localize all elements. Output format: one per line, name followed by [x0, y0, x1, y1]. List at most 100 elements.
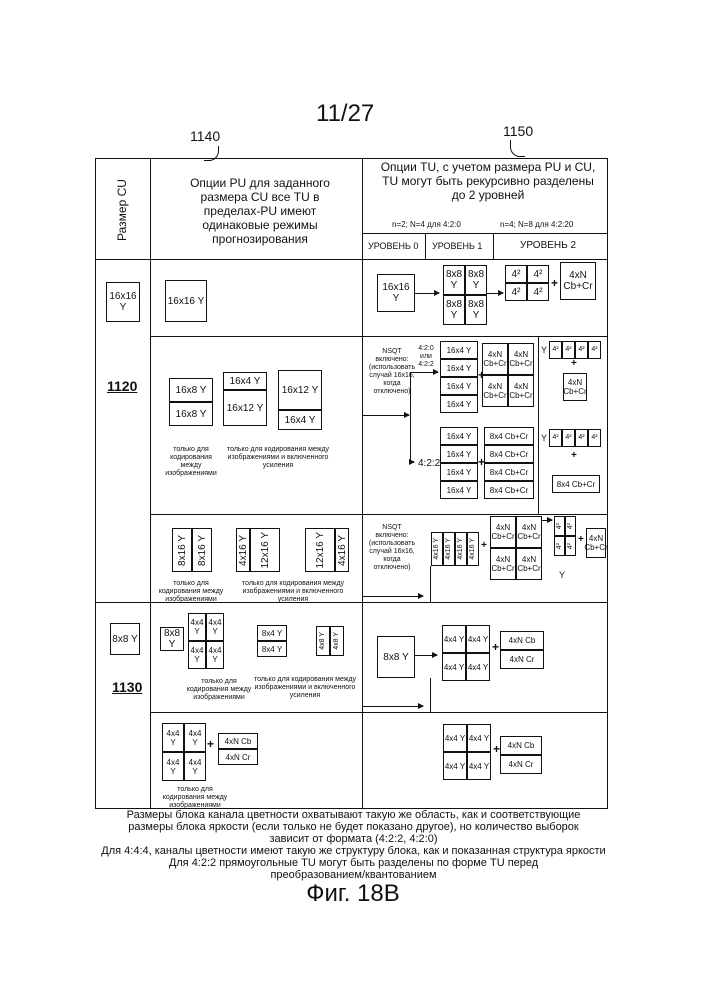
- r3-l2-sq-2-label: 4²: [567, 523, 575, 529]
- divider-header-sub: [362, 233, 608, 234]
- r3-stack-3: 4x16 Y: [455, 532, 467, 566]
- r2-cbcr-top-4: 4xN Cb+Cr: [508, 375, 534, 407]
- r1-l1-a: 8x8 Y: [443, 265, 465, 295]
- r2-pu-c-top: 16x12 Y: [278, 370, 322, 410]
- r1-arrow-l0-l1: [415, 293, 439, 294]
- r2-stack-top-1: 16x4 Y: [440, 341, 478, 359]
- r5-flow-h: [363, 706, 423, 707]
- r5-pu-cb: 4xN Cb: [218, 733, 258, 749]
- r4-pu-quad-1: 4x4 Y: [188, 613, 206, 641]
- r3-l2-sq-3-label: 4²: [556, 543, 564, 549]
- r3-pu-a-right: 8x16 Y: [192, 528, 212, 572]
- divider-l1l2: [493, 233, 494, 259]
- r4-l1-4: 4x4 Y: [466, 653, 490, 681]
- r5-l1-2: 4x4 Y: [467, 724, 491, 752]
- r4-plus: +: [492, 640, 499, 654]
- r4-arrow-l0-l1: [415, 655, 437, 656]
- r1-arrow-l1-l2: [487, 293, 503, 294]
- cu-8x8-box: 8x8 Y: [110, 623, 140, 655]
- r2-cbcr-top-2: 4xN Cb+Cr: [508, 343, 534, 375]
- r5-pu-quad-3: 4x4 Y: [162, 752, 184, 781]
- header-tu-sub-left: n=2; N=4 для 4:2:0: [392, 220, 461, 229]
- divider-header: [95, 259, 608, 260]
- page-number: 11/27: [316, 100, 374, 128]
- r4-pu-quad-3: 4x4 Y: [188, 641, 206, 669]
- r2-stack-bot-2: 16x4 Y: [440, 445, 478, 463]
- header-level-0: УРОВЕНЬ 0: [368, 241, 418, 251]
- r1-l2-sq-b: 4²: [527, 265, 549, 283]
- r4-l1-2: 4x4 Y: [466, 625, 490, 653]
- footer-line-4: Для 4:4:4, каналы цветности имеют такую …: [60, 845, 647, 857]
- r2-l2-vline: [538, 336, 539, 514]
- r5-cb: 4xN Cb: [500, 736, 542, 755]
- header-tu-options: Опции TU, с учетом размера PU и CU, TU м…: [378, 160, 598, 202]
- r5-note: только для кодирования между изображения…: [160, 786, 230, 810]
- r2-cbcr-top-3: 4xN Cb+Cr: [482, 375, 508, 407]
- r2-l2-plus-bot: +: [571, 450, 577, 461]
- r2-cbcr-bot-2: 8x4 Cb+Cr: [484, 445, 534, 463]
- r5-pu-quad-1: 4x4 Y: [162, 723, 184, 752]
- r3-flow-h: [363, 596, 423, 597]
- header-level-1: УРОВЕНЬ 1: [432, 241, 482, 251]
- r3-l2-cbcr: 4xN Cb+Cr: [586, 528, 606, 558]
- r2-l2-top-sq-1: 4²: [549, 341, 562, 359]
- r5-pu-cr: 4xN Cr: [218, 749, 258, 765]
- r1-l2-sq-d: 4²: [527, 283, 549, 301]
- r2-cbcr-bot-1: 8x4 Cb+Cr: [484, 427, 534, 445]
- r4-pu-c-left-label: 4x8 Y: [319, 632, 327, 650]
- r2-note-a: только для кодирования между изображения…: [160, 446, 222, 478]
- r3-cbcr-3: 4xN Cb+Cr: [490, 548, 516, 580]
- footer-line-3: зависит от формата (4:2:2, 4:2:0): [60, 833, 647, 845]
- r2-l2-top-sq-2: 4²: [562, 341, 575, 359]
- r2-pu-c-bot: 16x4 Y: [278, 410, 322, 430]
- r1-l1-c: 8x8 Y: [443, 295, 465, 325]
- r1-l2-sq-c: 4²: [505, 283, 527, 301]
- ref-1150: 1150: [503, 123, 533, 139]
- r5-cr: 4xN Cr: [500, 755, 542, 774]
- r3-note-b: только для кодирования между изображения…: [238, 580, 348, 604]
- r4-l1-1: 4x4 Y: [442, 625, 466, 653]
- r2-nsqt-label: NSQT включено: (использовать случай 16x1…: [368, 348, 416, 396]
- r3-pu-b-left: 4x16 Y: [236, 528, 250, 572]
- r4-pu-c-right: 4x8 Y: [330, 626, 344, 656]
- r3-pu-b-right: 12x16 Y: [250, 528, 280, 572]
- r1-l2-cbcr: 4xN Cb+Cr: [560, 262, 596, 300]
- r3-stack-2-label: 4x16 Y: [445, 538, 453, 560]
- r3-arrow-l1-l2: [542, 520, 552, 521]
- r3-l2-sq-1: 4²: [554, 516, 565, 536]
- r1-l1-d: 8x8 Y: [465, 295, 487, 325]
- cu-16x16-box: 16x16 Y: [106, 282, 140, 322]
- r3-l2-sq-3: 4²: [554, 536, 565, 556]
- r3-l2-y: Y: [559, 570, 565, 580]
- r4-pu-c-right-label: 4x8 Y: [333, 632, 341, 650]
- ref-1130: 1130: [112, 679, 142, 695]
- r2-l2-bot-cbcr: 8x4 Cb+Cr: [552, 475, 600, 493]
- r3-note-a: только для кодирования между изображения…: [158, 580, 224, 604]
- r3-stack-4-label: 4x16 Y: [469, 538, 477, 560]
- r4-pu-single: 8x8 Y: [160, 627, 184, 651]
- r2-note-b: только для кодирования между изображения…: [226, 446, 330, 470]
- r4-pu-quad-2: 4x4 Y: [206, 613, 224, 641]
- r5-l1-3: 4x4 Y: [443, 752, 467, 780]
- divider-l0l1: [425, 233, 426, 259]
- r3-nsqt-label: NSQT включено: (использовать случай 16x1…: [366, 524, 418, 572]
- r2-cbcr-top-1: 4xN Cb+Cr: [482, 343, 508, 375]
- figure-caption: Фиг. 18В: [203, 880, 503, 908]
- header-tu-sub-right: n=4; N=8 для 4:2:20: [500, 220, 573, 229]
- divider-row1: [150, 336, 608, 337]
- r5-l1-1: 4x4 Y: [443, 724, 467, 752]
- r3-l2-sq-4-label: 4²: [567, 543, 575, 549]
- r3-pu-c-left: 12x16 Y: [305, 528, 335, 572]
- r3-pu-b-right-label: 12x16 Y: [260, 532, 271, 569]
- r4-cr: 4xN Cr: [500, 650, 544, 669]
- r2-l2-bot-sq-1: 4²: [549, 429, 562, 447]
- r2-l2-top-sq-3: 4²: [575, 341, 588, 359]
- ref-1140: 1140: [190, 128, 220, 144]
- r1-l1-b: 8x8 Y: [465, 265, 487, 295]
- r2-stack-top-3: 16x4 Y: [440, 377, 478, 395]
- r3-pu-b-left-label: 4x16 Y: [238, 535, 249, 566]
- ref-1150-leader: [510, 140, 525, 157]
- r2-stack-bot-1: 16x4 Y: [440, 427, 478, 445]
- r2-pu-b-bot: 16x12 Y: [223, 390, 267, 426]
- r2-fmt-top: 4:2:0 или 4:2:2: [415, 345, 437, 369]
